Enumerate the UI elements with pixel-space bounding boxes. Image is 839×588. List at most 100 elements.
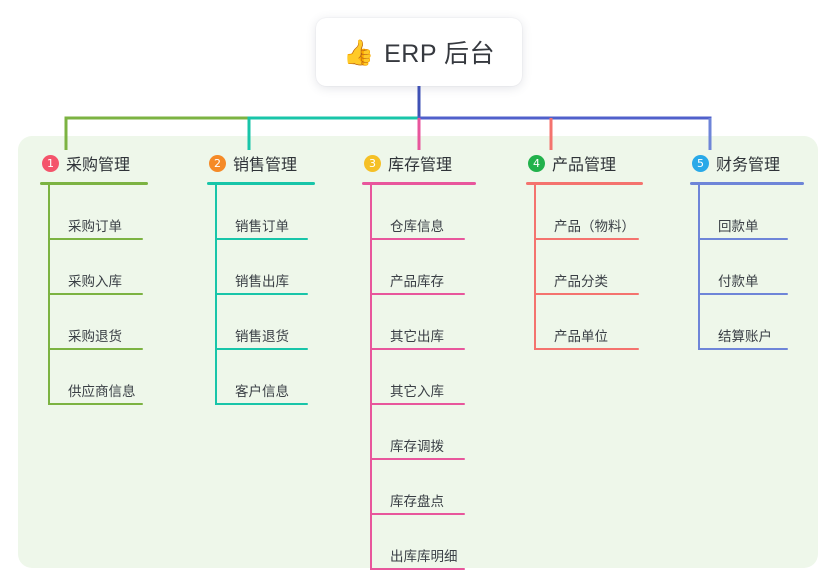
- column-header-2[interactable]: 2 销售管理: [207, 145, 315, 181]
- list-item-label: 产品单位: [554, 329, 608, 344]
- list-item-rule: [370, 293, 465, 295]
- item-spine: [48, 350, 50, 405]
- list-item[interactable]: 付款单: [690, 240, 804, 295]
- list-item[interactable]: 产品单位: [526, 295, 643, 350]
- list-item-label: 出库库明细: [390, 549, 458, 564]
- list-item-rule: [48, 348, 143, 350]
- list-item-label: 其它出库: [390, 329, 444, 344]
- list-item[interactable]: 销售出库: [207, 240, 315, 295]
- list-item-rule: [215, 348, 308, 350]
- list-item[interactable]: 库存盘点: [362, 460, 476, 515]
- list-item[interactable]: 采购入库: [40, 240, 148, 295]
- item-spine: [370, 460, 372, 515]
- list-item-label: 付款单: [718, 274, 759, 289]
- list-item[interactable]: 其它出库: [362, 295, 476, 350]
- column-title: 财务管理: [716, 157, 781, 174]
- list-item-label: 供应商信息: [68, 384, 136, 399]
- column-items: 采购订单采购入库采购退货供应商信息: [40, 185, 148, 405]
- item-spine: [698, 295, 700, 350]
- column-badge-4: 4: [528, 154, 545, 172]
- item-spine: [370, 350, 372, 405]
- list-item-label: 采购订单: [68, 219, 122, 234]
- list-item-label: 销售退货: [235, 329, 289, 344]
- list-item-rule: [698, 293, 788, 295]
- list-item-rule: [370, 238, 465, 240]
- column-badge-3: 3: [364, 154, 381, 172]
- item-spine: [698, 240, 700, 295]
- list-item-label: 采购退货: [68, 329, 122, 344]
- item-spine: [370, 240, 372, 295]
- column-items: 仓库信息产品库存其它出库其它入库库存调拨库存盘点出库库明细: [362, 185, 476, 570]
- list-item[interactable]: 产品（物料）: [526, 185, 643, 240]
- list-item-rule: [370, 458, 465, 460]
- list-item-rule: [48, 238, 143, 240]
- list-item-label: 销售出库: [235, 274, 289, 289]
- item-spine: [370, 405, 372, 460]
- column-title: 采购管理: [66, 157, 131, 174]
- list-item[interactable]: 供应商信息: [40, 350, 148, 405]
- list-item[interactable]: 销售退货: [207, 295, 315, 350]
- column-header-5[interactable]: 5 财务管理: [690, 145, 804, 181]
- list-item-label: 采购入库: [68, 274, 122, 289]
- list-item[interactable]: 仓库信息: [362, 185, 476, 240]
- list-item-rule: [698, 238, 788, 240]
- column-items: 销售订单销售出库销售退货客户信息: [207, 185, 315, 405]
- column-header-rule: [526, 182, 643, 185]
- list-item-label: 产品分类: [554, 274, 608, 289]
- diagram-panel: [18, 136, 818, 568]
- column-title: 产品管理: [552, 157, 617, 174]
- list-item-rule: [215, 238, 308, 240]
- list-item[interactable]: 结算账户: [690, 295, 804, 350]
- list-item-label: 其它入库: [390, 384, 444, 399]
- column-title: 销售管理: [233, 157, 298, 174]
- list-item-rule: [698, 348, 788, 350]
- list-item-label: 产品（物料）: [554, 219, 635, 234]
- list-item-rule: [48, 293, 143, 295]
- item-spine: [370, 185, 372, 240]
- root-node[interactable]: 👍 ERP 后台: [316, 18, 522, 86]
- list-item[interactable]: 其它入库: [362, 350, 476, 405]
- list-item-rule: [215, 293, 308, 295]
- list-item-label: 客户信息: [235, 384, 289, 399]
- list-item-label: 库存盘点: [390, 494, 444, 509]
- list-item-rule: [48, 403, 143, 405]
- column-header-rule: [207, 182, 315, 185]
- list-item-label: 仓库信息: [390, 219, 444, 234]
- list-item-label: 库存调拨: [390, 439, 444, 454]
- column-items: 回款单付款单结算账户: [690, 185, 804, 350]
- item-spine: [48, 185, 50, 240]
- list-item[interactable]: 客户信息: [207, 350, 315, 405]
- list-item[interactable]: 销售订单: [207, 185, 315, 240]
- item-spine: [698, 185, 700, 240]
- item-spine: [215, 295, 217, 350]
- item-spine: [370, 295, 372, 350]
- list-item-label: 产品库存: [390, 274, 444, 289]
- item-spine: [534, 185, 536, 240]
- list-item[interactable]: 采购退货: [40, 295, 148, 350]
- list-item-rule: [370, 403, 465, 405]
- list-item[interactable]: 回款单: [690, 185, 804, 240]
- list-item-rule: [370, 568, 465, 570]
- list-item-rule: [534, 238, 639, 240]
- item-spine: [48, 295, 50, 350]
- item-spine: [215, 350, 217, 405]
- list-item-label: 销售订单: [235, 219, 289, 234]
- list-item[interactable]: 产品分类: [526, 240, 643, 295]
- item-spine: [215, 240, 217, 295]
- column-badge-5: 5: [692, 154, 709, 172]
- list-item[interactable]: 库存调拨: [362, 405, 476, 460]
- column-销售管理: 2 销售管理销售订单销售出库销售退货客户信息: [207, 145, 315, 405]
- column-header-rule: [362, 182, 476, 185]
- list-item-label: 结算账户: [718, 329, 772, 344]
- list-item[interactable]: 出库库明细: [362, 515, 476, 570]
- list-item-rule: [370, 513, 465, 515]
- list-item-label: 回款单: [718, 219, 759, 234]
- column-header-4[interactable]: 4 产品管理: [526, 145, 643, 181]
- list-item[interactable]: 采购订单: [40, 185, 148, 240]
- column-badge-2: 2: [209, 154, 226, 172]
- root-node-content: 👍 ERP 后台: [343, 34, 495, 70]
- list-item[interactable]: 产品库存: [362, 240, 476, 295]
